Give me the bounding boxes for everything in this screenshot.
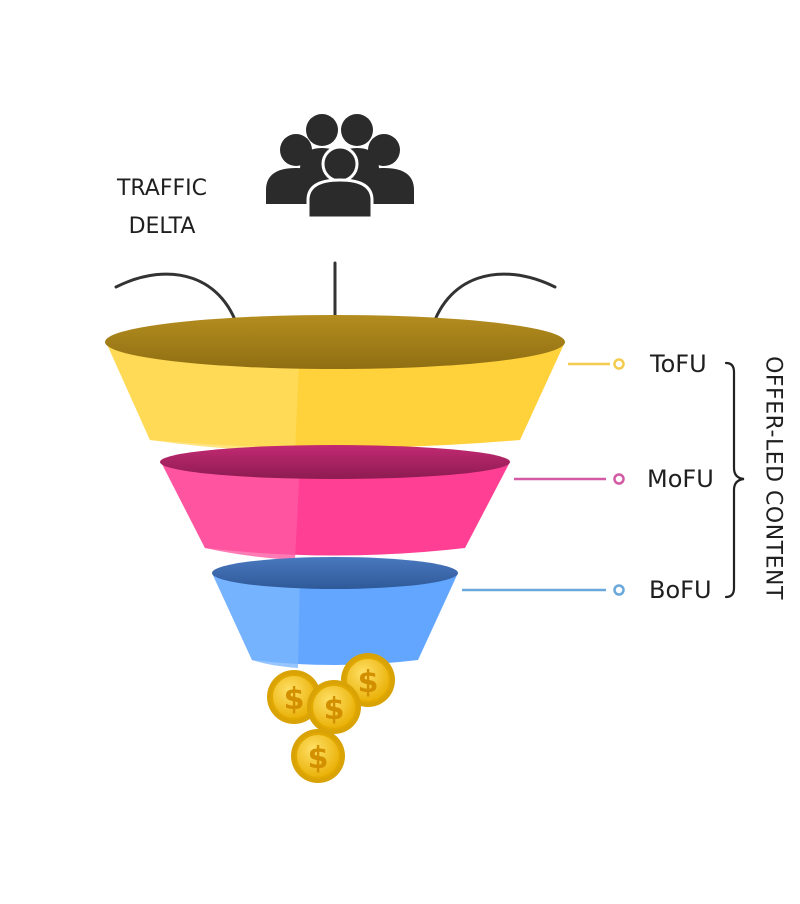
leader-bofu-dot bbox=[613, 584, 625, 596]
funnel-mofu bbox=[160, 445, 510, 560]
traffic-label-line1: TRAFFIC bbox=[116, 176, 208, 201]
dollar-coin-icon: $ $ $ $ bbox=[267, 653, 395, 783]
leader-tofu-dot bbox=[613, 358, 625, 370]
coin: $ bbox=[291, 729, 345, 783]
leader-mofu-dot bbox=[613, 473, 625, 485]
arrow-right bbox=[428, 272, 557, 337]
tofu-label: ToFU bbox=[650, 350, 707, 378]
people-group-icon bbox=[266, 114, 414, 220]
svg-text:$: $ bbox=[284, 682, 305, 717]
bofu-label: BoFU bbox=[649, 576, 712, 604]
traffic-label-line2: DELTA bbox=[128, 214, 196, 239]
svg-text:$: $ bbox=[358, 665, 379, 700]
funnel-bofu bbox=[212, 557, 458, 668]
mofu-label: MoFU bbox=[647, 465, 714, 493]
curly-bracket bbox=[724, 361, 745, 599]
traffic-delta-label: TRAFFIC DELTA bbox=[112, 170, 212, 246]
offer-led-content-label: OFFER-LED CONTENT bbox=[760, 356, 786, 600]
svg-text:$: $ bbox=[324, 692, 345, 727]
coin: $ bbox=[307, 680, 361, 734]
arrow-left bbox=[114, 272, 242, 337]
funnel-tofu bbox=[105, 315, 565, 452]
leader-lines bbox=[462, 358, 625, 596]
coin: $ bbox=[341, 653, 395, 707]
svg-text:$: $ bbox=[308, 741, 329, 776]
